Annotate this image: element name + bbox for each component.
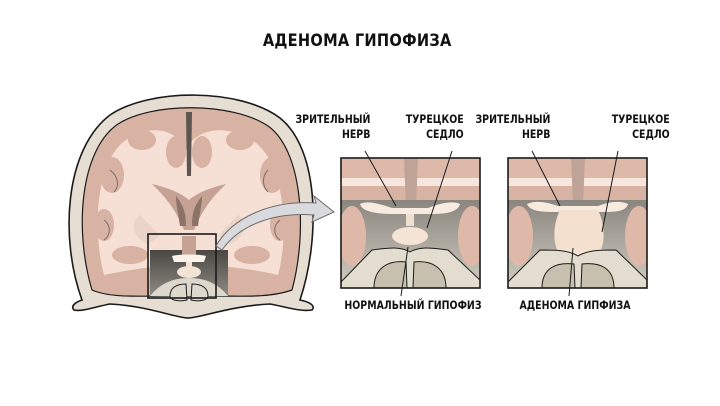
sella-label-line2: СЕДЛО	[426, 127, 464, 141]
panel-adenoma	[508, 158, 647, 288]
caption-pituitary-adenoma: АДЕНОМА ГИПФИЗА	[519, 298, 631, 312]
sella-label-line2: СЕДЛО	[632, 127, 670, 141]
sella-turcica-label-normal: ТУРЕЦКОЕ СЕДЛО	[406, 112, 464, 142]
sella-label-line1: ТУРЕЦКОЕ	[406, 112, 464, 126]
sella-label-line1: ТУРЕЦКОЕ	[612, 112, 670, 126]
diagram-title: АДЕНОМА ГИПОФИЗА	[262, 31, 452, 51]
caption-normal-pituitary: НОРМАЛЬНЫЙ ГИПОФИЗ	[344, 298, 482, 312]
optic-nerve-label-line1: ЗРИТЕЛЬНЫЙ	[295, 112, 370, 126]
panel-normal	[341, 158, 480, 288]
optic-nerve-label-line1: ЗРИТЕЛЬНЫЙ	[475, 112, 550, 126]
curved-arrow	[215, 194, 335, 251]
optic-nerve-label-line2: НЕРВ	[521, 127, 550, 141]
highlight-box	[147, 233, 217, 299]
optic-nerve-label-line2: НЕРВ	[341, 127, 370, 141]
brain-cross-section	[68, 94, 315, 319]
optic-nerve-label-adenoma: ЗРИТЕЛЬНЫЙ НЕРВ	[475, 112, 550, 142]
sella-turcica-label-adenoma: ТУРЕЦКОЕ СЕДЛО	[612, 112, 670, 142]
optic-nerve-label-normal: ЗРИТЕЛЬНЫЙ НЕРВ	[295, 112, 370, 142]
